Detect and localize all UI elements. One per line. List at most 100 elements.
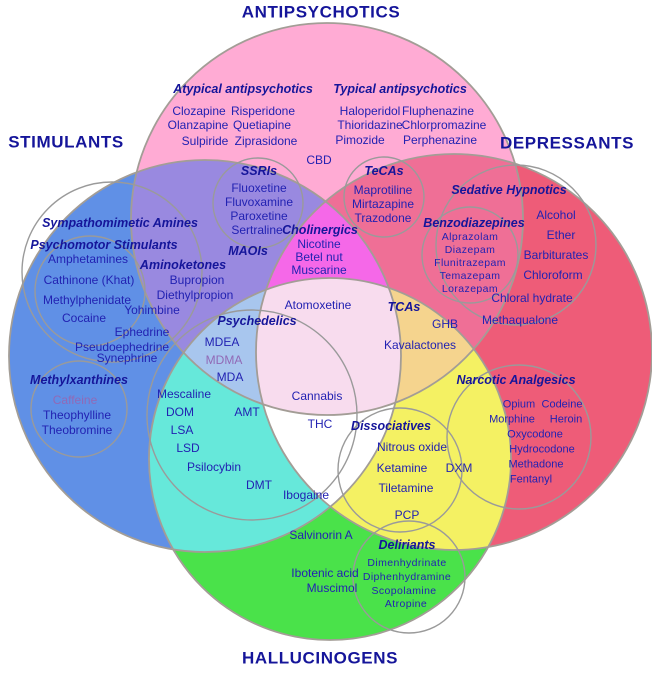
group-heading: Methylxanthines: [30, 372, 128, 387]
group-heading: Psychedelics: [217, 313, 297, 328]
group-circle-dissociatives: [337, 407, 463, 533]
drug-label: Haloperidol: [339, 104, 401, 118]
drug-label: AMT: [234, 405, 260, 419]
category-title: DEPRESSANTS: [499, 133, 635, 153]
drug-label: Diethylpropion: [156, 288, 234, 302]
drug-label: Chloral hydrate: [491, 291, 573, 305]
stimulants-outline: [8, 159, 402, 553]
drug-label: Sertraline: [231, 223, 283, 237]
drug-label: MDEA: [204, 335, 240, 349]
group-heading: Psychomotor Stimulants: [30, 237, 178, 252]
drug-label: Diphenhydramine: [362, 570, 452, 583]
drug-label: Fentanyl: [509, 473, 553, 486]
drug-label: Ziprasidone: [234, 134, 298, 148]
category-title: HALLUCINOGENS: [241, 648, 399, 668]
drug-label: Ephedrine: [114, 325, 170, 339]
group-circle-sympathomimetic-amines: [21, 181, 203, 363]
drug-label: Kavalactones: [383, 338, 457, 352]
drug-label: Opium: [502, 398, 536, 411]
region-stim-anti-hall: [149, 278, 401, 415]
drug-label: Maprotiline: [353, 183, 413, 197]
drug-label: Fluphenazine: [401, 104, 475, 118]
drug-label: Methadone: [508, 458, 564, 471]
group-circle-sedative-hypnotics: [435, 164, 597, 326]
drug-label: Alcohol: [536, 208, 576, 222]
drug-label: Yohimbine: [124, 303, 180, 317]
drug-label: Heroin: [549, 413, 583, 426]
drug-label: Nitrous oxide: [376, 440, 448, 454]
drug-label: Mirtazapine: [351, 197, 415, 211]
drug-label: Cathinone (Khat): [43, 273, 135, 287]
group-heading: MAOIs: [228, 243, 268, 258]
drug-label: Salvinorin A: [289, 528, 353, 542]
group-heading: Deliriants: [378, 537, 436, 552]
drug-label: Morphine: [489, 413, 535, 426]
group-heading: Aminoketones: [139, 257, 227, 272]
drug-label: LSA: [170, 423, 194, 437]
drug-label: Muscimol: [306, 581, 358, 595]
drug-label: Cocaine: [61, 311, 107, 325]
group-circle-tecas: [343, 156, 425, 238]
drug-label: Alprazolam: [441, 230, 499, 243]
drug-label: Theobromine: [41, 423, 113, 437]
drug-label: Amphetamines: [47, 252, 129, 266]
drug-label: Oxycodone: [507, 428, 563, 441]
drug-label: Ibotenic acid: [291, 566, 359, 580]
group-heading: Benzodiazepines: [423, 215, 525, 230]
drug-label: Quetiapine: [232, 118, 292, 132]
drug-label: Clozapine: [172, 104, 226, 118]
group-heading: Dissociatives: [351, 418, 431, 433]
drug-label: Codeine: [541, 398, 583, 411]
category-title: ANTIPSYCHOTICS: [241, 2, 401, 22]
drug-label: LSD: [176, 441, 200, 455]
drug-label: Fluvoxamine: [224, 195, 294, 209]
drug-label: Scopolamine: [371, 584, 437, 597]
group-circle-deliriants: [352, 520, 466, 634]
drug-label: Mescaline: [156, 387, 212, 401]
drug-label: Temazepam: [439, 269, 501, 282]
antipsychotics-outline: [130, 22, 524, 416]
drug-label: Ether: [546, 228, 576, 242]
drug-label: Fluoxetine: [231, 181, 287, 195]
drug-label: Hydrocodone: [509, 443, 575, 456]
drug-label: Bupropion: [169, 273, 225, 287]
drug-label: Tiletamine: [378, 481, 434, 495]
drug-label: Trazodone: [354, 211, 412, 225]
group-circle-psychedelics: [146, 309, 358, 521]
drug-label: MDMA: [205, 353, 243, 367]
group-heading: SSRIs: [240, 163, 278, 178]
drug-label: Pseudoephedrine: [74, 340, 170, 354]
drug-label: PCP: [394, 508, 420, 522]
drug-label: Chlorpromazine: [401, 118, 487, 132]
drug-label: Risperidone: [230, 104, 296, 118]
drug-label: DOM: [166, 405, 194, 419]
group-circle-benzodiazepines: [421, 206, 519, 304]
drug-label: Sulpiride: [181, 134, 229, 148]
group-circle-methylxanthines: [30, 360, 128, 458]
group-heading: TCAs: [387, 299, 421, 314]
drug-label: Caffeine: [52, 393, 98, 407]
drug-label: Ibogaine: [282, 488, 330, 502]
drug-label: Flunitrazepam: [434, 256, 506, 269]
drug-label: Ketamine: [376, 461, 428, 475]
drug-label: GHB: [431, 317, 459, 331]
drug-label: Psilocybin: [186, 460, 242, 474]
drug-label: Olanzapine: [167, 118, 229, 132]
group-circle-ssris: [212, 157, 304, 249]
drug-label: Methaqualone: [481, 313, 559, 327]
drug-label: Atropine: [384, 597, 428, 610]
drug-label: DXM: [445, 461, 473, 475]
drug-label: Betel nut: [295, 250, 343, 264]
drug-label: Pimozide: [335, 133, 385, 147]
drug-label: MDA: [216, 370, 244, 384]
category-title: STIMULANTS: [8, 132, 124, 152]
drug-label: CBD: [306, 153, 332, 167]
drug-label: Thioridazine: [337, 118, 403, 132]
drug-label: Perphenazine: [402, 133, 478, 147]
drug-label: Diazepam: [444, 243, 496, 256]
drug-label: Dimenhydrinate: [367, 556, 447, 569]
drug-label: THC: [307, 417, 333, 431]
depressants-outline: [255, 153, 652, 551]
